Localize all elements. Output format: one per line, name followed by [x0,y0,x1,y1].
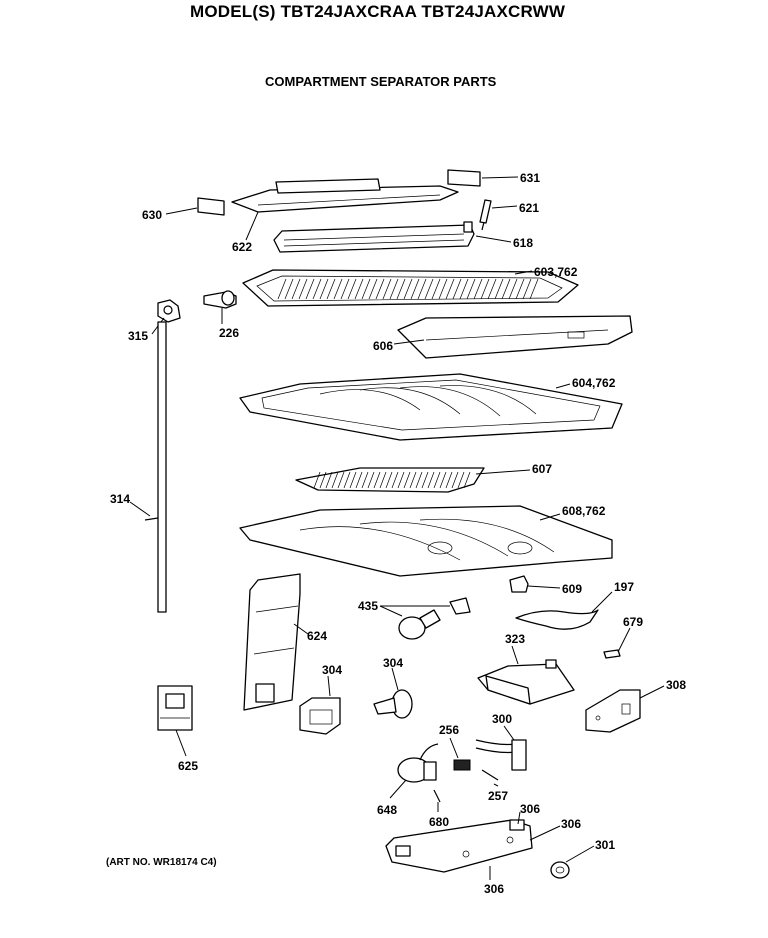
part-226[interactable] [203,290,237,309]
callout-604: 604,762 [572,376,616,390]
callout-631: 631 [520,171,540,185]
callout-323: 323 [505,632,525,646]
callout-621: 621 [519,201,539,215]
callout-679: 679 [623,615,643,629]
art-number: (ART NO. WR18174 C4) [106,857,217,868]
part-197[interactable] [515,609,599,630]
part-679[interactable] [603,649,621,659]
callout-257: 257 [488,789,508,803]
part-314[interactable] [144,321,167,613]
part-609[interactable] [509,575,529,593]
part-625[interactable] [157,685,193,731]
part-631[interactable] [447,169,481,187]
callout-609: 609 [562,582,582,596]
callout-304a: 304 [322,663,342,677]
callout-435: 435 [358,599,378,613]
callout-301: 301 [595,838,615,852]
part-308[interactable] [585,689,641,733]
part-630[interactable] [197,197,225,216]
section-title: COMPARTMENT SEPARATOR PARTS [265,74,497,89]
page-title: MODEL(S) TBT24JAXCRAA TBT24JAXCRWW [190,2,566,21]
callout-315: 315 [128,329,148,343]
part-606[interactable] [397,315,633,359]
part-306[interactable] [385,819,533,873]
part-624[interactable] [243,573,301,711]
callout-306c: 306 [484,882,504,896]
callout-608: 608,762 [562,504,606,518]
part-300[interactable] [475,739,527,771]
callout-680: 680 [429,815,449,829]
part-257[interactable] [481,769,499,781]
part-618[interactable] [273,221,475,253]
callout-607: 607 [532,462,552,476]
callout-304b: 304 [383,656,403,670]
part-603[interactable] [242,269,579,307]
part-256[interactable] [453,759,471,771]
callout-306b: 306 [561,817,581,831]
part-680[interactable] [433,789,441,803]
part-648[interactable] [397,743,439,783]
part-323[interactable] [477,659,575,705]
callout-226: 226 [219,326,239,340]
callout-630: 630 [142,208,162,222]
part-604[interactable] [239,373,623,441]
part-608[interactable] [239,505,613,577]
part-304-damper[interactable] [373,689,413,719]
callout-648: 648 [377,803,397,817]
part-622[interactable] [231,178,459,213]
callout-308: 308 [666,678,686,692]
callout-618: 618 [513,236,533,250]
callout-314: 314 [110,492,130,506]
part-621[interactable] [479,199,492,231]
callout-606: 606 [373,339,393,353]
callout-197: 197 [614,580,634,594]
callout-306a: 306 [520,802,540,816]
part-301[interactable] [550,861,570,879]
callout-300: 300 [492,712,512,726]
callout-625: 625 [178,759,198,773]
callout-624: 624 [307,629,327,643]
callout-603: 603,762 [534,265,578,279]
part-435[interactable] [398,597,471,640]
callout-622: 622 [232,240,252,254]
part-304-socket[interactable] [299,697,341,735]
part-607[interactable] [295,467,485,493]
callout-256: 256 [439,723,459,737]
part-315[interactable] [157,299,181,323]
